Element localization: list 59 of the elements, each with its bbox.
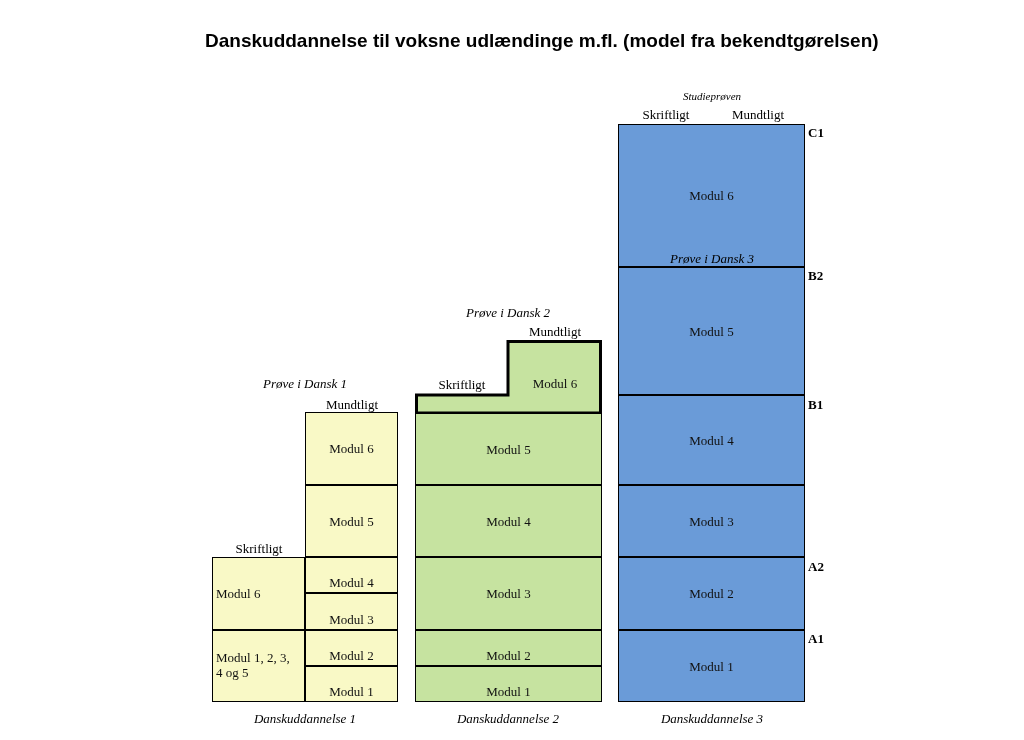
- module-name: Modul 1: [486, 684, 531, 699]
- module-name: Modul 2: [689, 586, 734, 601]
- module-block: [305, 485, 398, 557]
- module-block: [618, 557, 805, 630]
- module-block: [415, 666, 602, 702]
- exam-heading: Studieprøven: [683, 89, 741, 104]
- module-block: [305, 557, 398, 593]
- module-block: [415, 630, 602, 666]
- level-label: A2: [808, 559, 824, 574]
- title: Danskuddannelse til voksne udlændinge m.fl. (model fra bekendtgørelsen): [205, 30, 879, 52]
- module-name: Modul 4: [689, 432, 734, 448]
- column-heading: Skriftligt: [438, 377, 486, 392]
- module-block: [305, 630, 398, 666]
- module-block: [305, 412, 398, 485]
- level-label: C1: [808, 125, 824, 140]
- module-block: [305, 666, 398, 702]
- module-name: Modul 3: [689, 513, 734, 529]
- column-heading: Mundtligt: [732, 107, 784, 122]
- module-block: [415, 340, 602, 413]
- module-block: [618, 124, 805, 267]
- caption-text: Prøve i Dansk 1: [262, 376, 348, 391]
- column-heading: Skriftligt: [235, 541, 283, 556]
- module-block: [618, 485, 805, 557]
- module-block: [415, 413, 602, 485]
- module-block: [415, 557, 602, 630]
- module-name: Modul 2: [486, 648, 531, 663]
- caption-text: Danskuddannelse 2: [456, 711, 560, 726]
- column-heading: Mundtligt: [326, 397, 378, 412]
- module-name: Modul 1: [329, 684, 374, 699]
- module-block: [618, 630, 805, 702]
- caption-text: Danskuddannelse 3: [660, 711, 764, 726]
- module-name: Modul 1: [689, 658, 734, 674]
- column-heading: Skriftligt: [642, 107, 690, 122]
- caption-text: Prøve i Dansk 3: [669, 251, 755, 266]
- module-name: Modul 6: [329, 441, 374, 456]
- module-name: Modul 4: [329, 575, 374, 590]
- module-name: Modul 5: [329, 513, 374, 529]
- module-block: [618, 395, 805, 485]
- module-name: Modul 6: [216, 586, 261, 601]
- caption-text: Prøve i Dansk 2: [465, 305, 551, 320]
- module-block: [212, 557, 305, 630]
- column-heading: Mundtligt: [529, 324, 581, 339]
- module-name: Modul 2: [329, 648, 374, 663]
- module-name: Modul 5: [689, 323, 734, 339]
- caption-text: Danskuddannelse 1: [253, 711, 357, 726]
- module-block: [212, 630, 305, 702]
- module-name: Modul 6: [532, 376, 578, 391]
- module-name: Modul 6: [689, 188, 734, 203]
- level-label: B2: [808, 268, 824, 283]
- level-label: A1: [808, 631, 824, 646]
- module-name: Modul 4: [486, 513, 531, 529]
- module-name: Modul 5: [486, 441, 531, 457]
- module-name: Modul 3: [329, 612, 374, 627]
- module-name: Modul 1, 2, 3, 4 og 5: [216, 650, 291, 680]
- module-name: Modul 3: [486, 586, 531, 601]
- module-block: [618, 267, 805, 395]
- module-block: [305, 593, 398, 630]
- level-label: B1: [808, 397, 824, 412]
- module-block: [415, 485, 602, 557]
